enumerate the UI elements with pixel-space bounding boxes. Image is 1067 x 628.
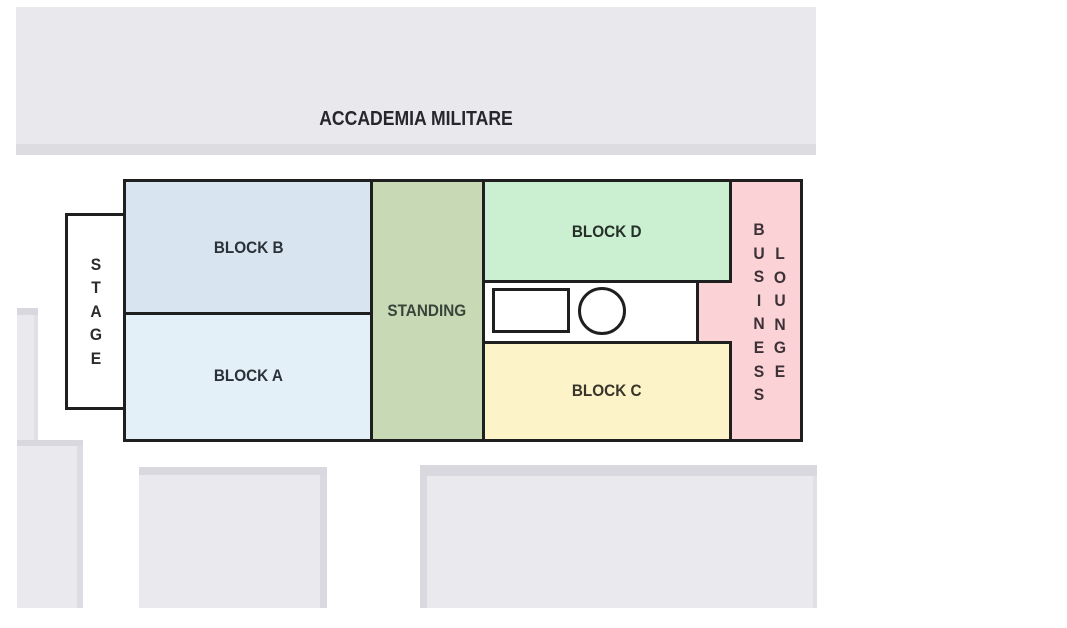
standing-label: STANDING [387, 300, 467, 320]
divider-block-c-lounge [729, 341, 732, 439]
control-booth-circle [578, 287, 626, 335]
block-b-region[interactable]: BLOCK B [126, 182, 371, 313]
block-b-label: BLOCK B [213, 237, 284, 257]
standing-region[interactable]: STANDING [371, 182, 483, 439]
block-a-label: BLOCK A [213, 366, 284, 385]
block-d-label: BLOCK D [572, 221, 642, 241]
block-c-region[interactable]: BLOCK C [483, 342, 731, 439]
business-lounge-extension[interactable] [697, 281, 731, 342]
building-shape-bottom-small [139, 467, 327, 608]
venue-banner: ACCADEMIA MILITARE [16, 7, 816, 144]
divider-booth-block-c [482, 341, 732, 344]
divider-block-d-booth [482, 280, 732, 283]
control-booth-box [492, 288, 570, 333]
venue-banner-shadow [16, 144, 816, 155]
divider-blocks-standing [370, 182, 373, 439]
divider-booth-lounge [696, 281, 699, 342]
divider-block-b-a [126, 312, 373, 315]
building-shape-left-lower [17, 440, 83, 608]
building-shape-bottom-large [420, 465, 817, 608]
block-d-region[interactable]: BLOCK D [483, 182, 731, 281]
divider-standing-right [482, 182, 485, 439]
building-shape-left-upper [17, 308, 38, 440]
divider-block-d-lounge [729, 182, 732, 281]
venue-title: ACCADEMIA MILITARE [319, 108, 513, 130]
block-c-label: BLOCK C [572, 380, 642, 400]
block-a-region[interactable]: BLOCK A [126, 313, 371, 439]
floor-plan: BLOCK B BLOCK A STANDING BLOCK D BLOCK C… [123, 179, 803, 442]
